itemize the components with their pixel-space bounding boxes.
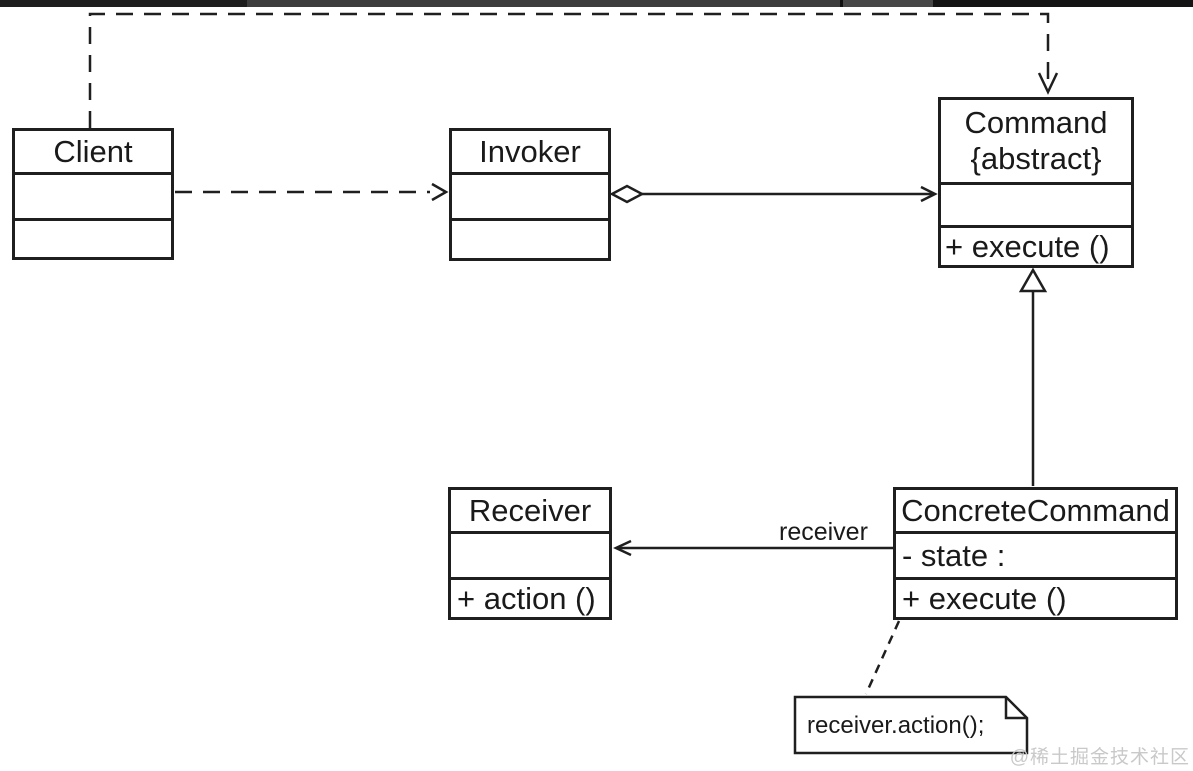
concrete-command-attributes-compartment: - state : <box>896 534 1175 580</box>
class-name: Client <box>53 133 133 169</box>
command-attributes-compartment <box>941 185 1131 228</box>
class-box-invoker: Invoker <box>449 128 611 261</box>
class-name: Invoker <box>479 133 581 169</box>
client-command-dependency-arrowhead <box>1037 72 1059 95</box>
note-anchor-dashed-line <box>864 620 901 695</box>
invoker-operations-compartment <box>452 221 608 258</box>
client-attributes-compartment <box>15 175 171 221</box>
class-name: Command <box>964 105 1108 140</box>
note-text: receiver.action(); <box>807 712 985 739</box>
concrete-command-name-compartment: ConcreteCommand <box>896 490 1175 534</box>
concrete-command-operations-compartment: + execute () <box>896 580 1175 617</box>
class-box-client: Client <box>12 128 174 260</box>
class-box-command: Command {abstract} + execute () <box>938 97 1134 268</box>
receiver-operations-compartment: + action () <box>451 580 609 617</box>
class-operation: + action () <box>457 580 596 616</box>
client-operations-compartment <box>15 221 171 257</box>
invoker-command-arrowhead <box>920 185 938 203</box>
receiver-name-compartment: Receiver <box>451 490 609 534</box>
class-name: ConcreteCommand <box>901 492 1170 528</box>
top-bar-segment <box>0 0 247 7</box>
top-bar <box>0 0 1193 7</box>
uml-note-fold <box>1004 697 1027 720</box>
class-attribute: - state : <box>902 537 1006 573</box>
client-invoker-dependency-arrowhead <box>431 182 449 202</box>
association-label-receiver: receiver <box>779 518 868 546</box>
command-name-compartment: Command {abstract} <box>941 100 1131 185</box>
command-operations-compartment: + execute () <box>941 228 1131 265</box>
class-box-receiver: Receiver + action () <box>448 487 612 620</box>
uml-note-shape <box>793 695 1029 755</box>
top-bar-segment <box>843 0 933 7</box>
concrete-receiver-association-arrowhead <box>613 539 632 557</box>
watermark: @稀土掘金技术社区 <box>1009 747 1190 768</box>
top-bar-segment <box>933 0 1193 7</box>
top-bar-segment <box>840 0 843 7</box>
invoker-attributes-compartment <box>452 175 608 221</box>
generalization-triangle <box>1018 267 1048 293</box>
class-operation: + execute () <box>945 228 1110 264</box>
client-name-compartment: Client <box>15 131 171 175</box>
class-operation: + execute () <box>902 580 1067 616</box>
client-command-dependency-line <box>88 12 1050 128</box>
top-bar-segment <box>247 0 840 7</box>
class-name: Receiver <box>468 492 592 528</box>
invoker-aggregation-diamond <box>609 184 645 204</box>
class-stereotype: {abstract} <box>970 141 1102 176</box>
class-box-concrete-command: ConcreteCommand - state : + execute () <box>893 487 1178 620</box>
receiver-attributes-compartment <box>451 534 609 580</box>
invoker-name-compartment: Invoker <box>452 131 608 175</box>
